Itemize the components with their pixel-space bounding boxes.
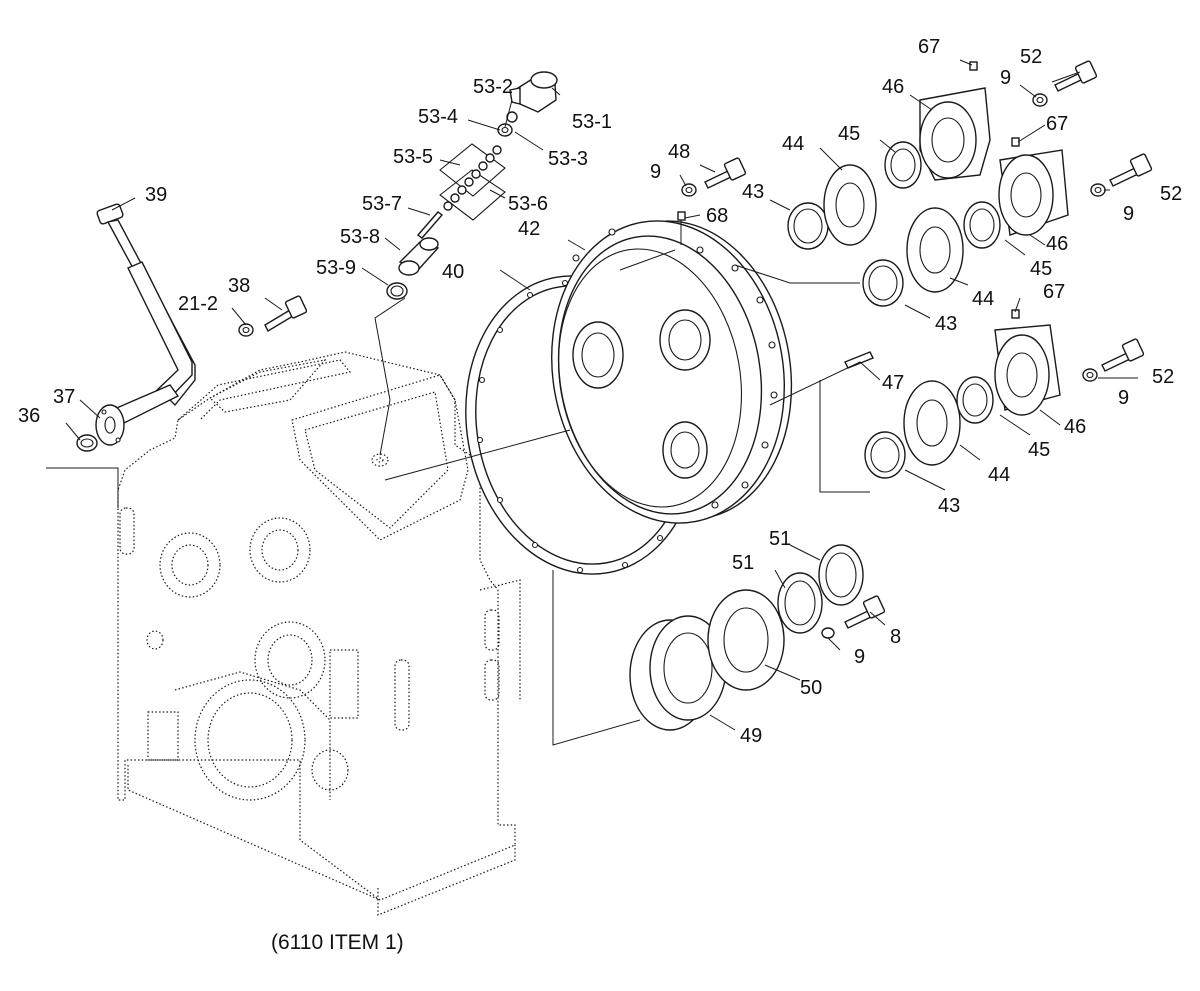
callout-9: 9 (1118, 387, 1129, 409)
callout-67: 67 (918, 36, 940, 58)
callout-53-2: 53-2 (473, 76, 513, 98)
callout-52: 52 (1020, 46, 1042, 68)
callout-53-4: 53-4 (418, 106, 458, 128)
bearing-group-upper (787, 60, 1098, 250)
callout-52: 52 (1152, 366, 1174, 388)
callout-9: 9 (1000, 67, 1011, 89)
seal-group (629, 544, 886, 731)
callout-45: 45 (1028, 439, 1050, 461)
bearing-group-middle (862, 149, 1153, 307)
callout-21-2: 21-2 (178, 293, 218, 315)
leader-lines (46, 59, 1138, 746)
callout-68: 68 (706, 205, 728, 227)
callout-8: 8 (890, 626, 901, 648)
callout-labels: 67 52 9 46 67 53-2 53-1 53-4 53-3 53-5 5… (18, 36, 1182, 954)
callout-36: 36 (18, 405, 40, 427)
callout-45: 45 (838, 123, 860, 145)
callout-9: 9 (854, 646, 865, 668)
callout-9: 9 (650, 161, 661, 183)
callout-51: 51 (732, 552, 754, 574)
callout-67: 67 (1046, 113, 1068, 135)
callout-50: 50 (800, 677, 822, 699)
callout-46: 46 (1064, 416, 1086, 438)
bearing-group-lower (844, 309, 1145, 479)
callout-44: 44 (988, 464, 1010, 486)
callout-53-8: 53-8 (340, 226, 380, 248)
cover-42 (551, 220, 793, 524)
callout-48: 48 (668, 141, 690, 163)
callout-43: 43 (938, 495, 960, 517)
callout-46: 46 (882, 76, 904, 98)
callout-46: 46 (1046, 233, 1068, 255)
callout-51: 51 (769, 528, 791, 550)
callout-9: 9 (1123, 203, 1134, 225)
diagram-caption: (6110 ITEM 1) (271, 931, 404, 954)
gear-housing (117, 351, 521, 916)
callout-53-6: 53-6 (508, 193, 548, 215)
callout-52: 52 (1160, 183, 1182, 205)
callout-42: 42 (518, 218, 540, 240)
callout-44: 44 (972, 288, 994, 310)
callout-43: 43 (742, 181, 764, 203)
callout-53-1: 53-1 (572, 111, 612, 133)
screw-68 (677, 211, 686, 245)
callout-38: 38 (228, 275, 250, 297)
callout-53-7: 53-7 (362, 193, 402, 215)
callout-45: 45 (1030, 258, 1052, 280)
callout-53-9: 53-9 (316, 257, 356, 279)
callout-37: 37 (53, 386, 75, 408)
callout-44: 44 (782, 133, 804, 155)
callout-49: 49 (740, 725, 762, 747)
callout-39: 39 (145, 184, 167, 206)
callout-43: 43 (935, 313, 957, 335)
valve-assembly-53 (374, 71, 558, 456)
bolt-48 (704, 157, 747, 189)
callout-53-5: 53-5 (393, 146, 433, 168)
callout-47: 47 (882, 372, 904, 394)
breather-pipe-assembly (76, 203, 196, 452)
callout-67: 67 (1043, 281, 1065, 303)
callout-40: 40 (442, 261, 464, 283)
bolt-38 (264, 295, 308, 332)
callout-53-3: 53-3 (548, 148, 588, 170)
